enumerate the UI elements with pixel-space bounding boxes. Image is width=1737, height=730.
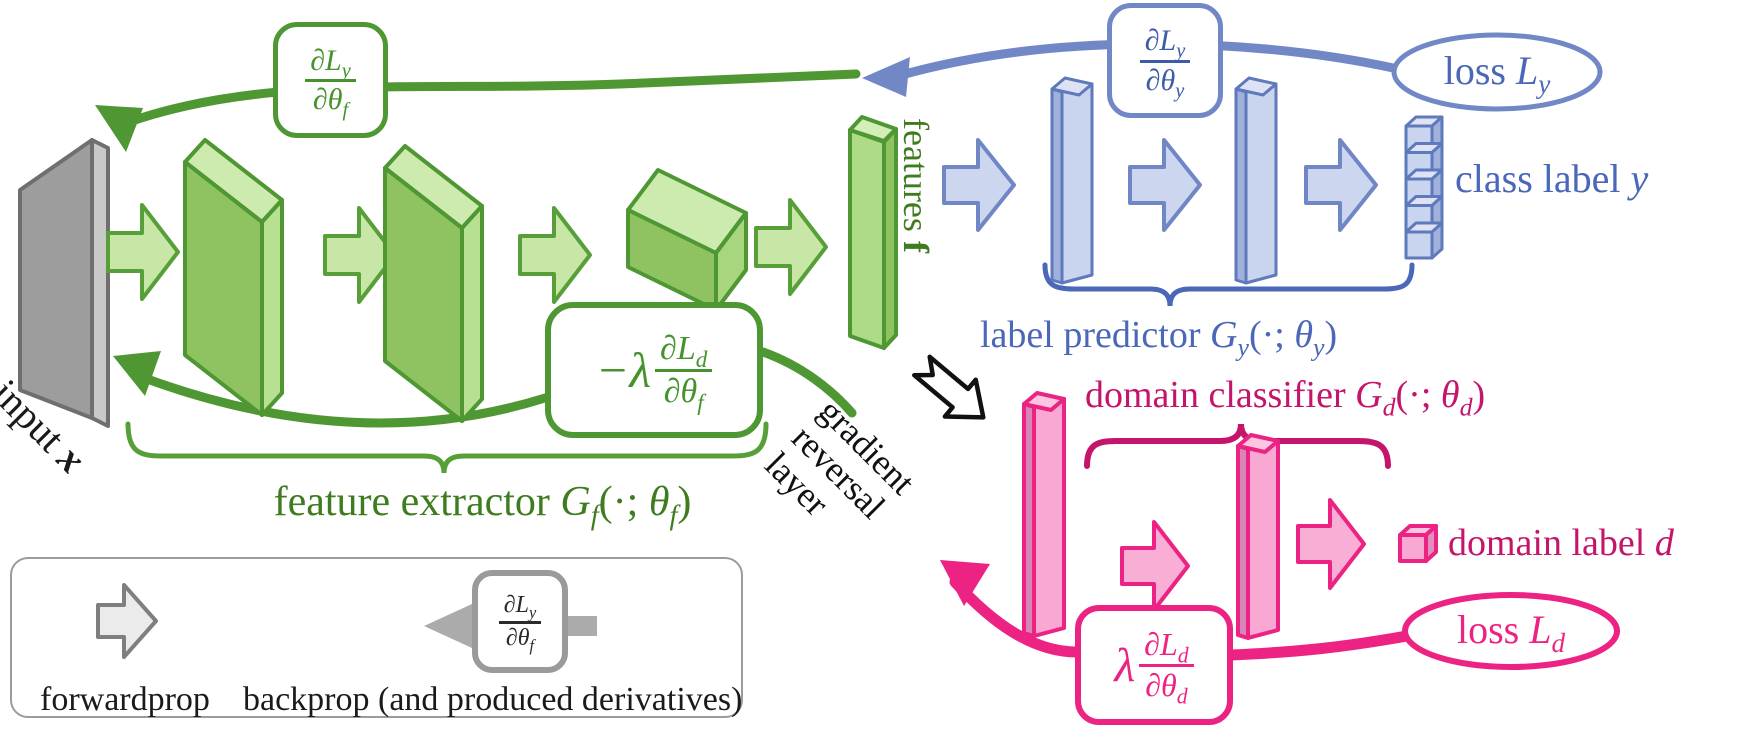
backprop-curve-green-top [95, 69, 861, 152]
gradient-box-dly-dthetaf: ∂Ly∂θf [273, 22, 388, 138]
gradient-box-neg-lambda-dld-dthetaf: −λ ∂Ld∂θf [545, 302, 763, 438]
loss-ly-label: loss Ly [1443, 48, 1551, 99]
fc-layer-pink-1 [1022, 391, 1066, 638]
lambda-coefficient: λ [1114, 638, 1136, 692]
label-predictor-label: label predictor Gy(·; θy) [980, 314, 1338, 362]
fc-layer-pink-2 [1236, 433, 1280, 640]
forward-arrow-icon [1304, 138, 1378, 232]
forward-arrow-icon [323, 206, 397, 304]
domain-output-cube [1398, 524, 1438, 563]
loss-ld-ellipse [1402, 592, 1620, 670]
backprop-curve-green-bottom [113, 347, 857, 428]
green-arrowhead-icon [113, 351, 161, 396]
neg-lambda-coefficient: −λ [595, 342, 652, 398]
feature-extractor-brace [125, 421, 769, 474]
forward-arrow-icon [106, 203, 180, 301]
gradient-box-dly-dthetay: ∂Ly∂θy [1107, 3, 1223, 118]
features-layer [848, 115, 898, 350]
loss-ly-ellipse [1391, 32, 1603, 112]
conv-layer-1 [183, 138, 284, 417]
label-predictor-brace [1042, 262, 1415, 307]
loss-ld-label: loss Ld [1456, 607, 1566, 658]
forward-arrow-icon [754, 198, 828, 296]
forward-arrow-icon [942, 138, 1016, 232]
legend-forwardprop-label: forwardprop [40, 681, 210, 718]
domain-classifier-brace [1084, 423, 1391, 469]
gradient-box-lambda-dld-dthetad: λ ∂Ld∂θd [1075, 605, 1233, 725]
fc-layer-blue-2 [1234, 76, 1278, 285]
forward-arrow-icon [1128, 138, 1202, 232]
domain-classifier-label: domain classifier Gd(·; θd) [1085, 374, 1486, 422]
gradient-reversal-arrow-icon [912, 354, 986, 420]
legend-panel [10, 557, 743, 718]
forward-arrow-icon [1296, 498, 1366, 590]
class-label-text: class label y [1455, 156, 1649, 201]
class-output-stack [1404, 115, 1444, 260]
forward-arrow-icon [1120, 520, 1190, 612]
feature-extractor-label: feature extractor Gf(·; θf) [273, 479, 692, 532]
blue-arrowhead-icon [862, 57, 910, 97]
conv-layer-2 [383, 144, 484, 423]
fc-layer-blue-1 [1050, 76, 1094, 285]
forward-arrow-icon [518, 206, 592, 304]
legend-gradient-box: ∂Ly∂θf [472, 570, 568, 673]
domain-label-text: domain label d [1448, 522, 1674, 564]
features-label: features f [896, 118, 936, 253]
legend-backprop-label: backprop (and produced derivatives) [243, 681, 743, 718]
green-arrowhead-icon [95, 105, 143, 152]
input-layer [18, 138, 110, 428]
backprop-curve-pink [940, 560, 1413, 661]
conv-layer-3-cube [626, 168, 748, 312]
legend-forwardprop-arrow-icon [96, 583, 158, 659]
pink-arrowhead-icon [940, 560, 990, 606]
